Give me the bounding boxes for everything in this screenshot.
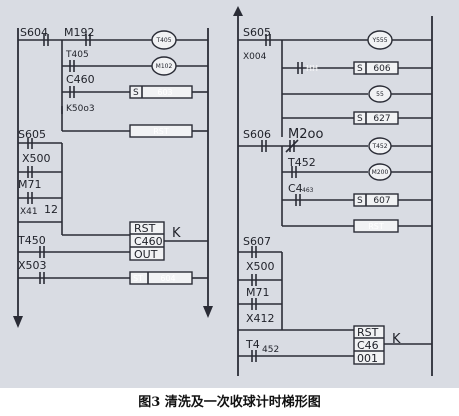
counter-reset-label: RST — [357, 326, 379, 339]
set-coil-number: 606 — [373, 64, 390, 74]
contact-label: X503 — [18, 259, 47, 272]
set-coil-letter: S — [357, 64, 363, 74]
contact-label: S604 — [20, 26, 48, 39]
set-coil-letter: ST — [133, 274, 143, 283]
constant-label: K — [392, 332, 401, 347]
contact-label: M2oo — [288, 127, 323, 142]
contact-label: T452 — [287, 156, 316, 169]
contact-label: HH — [306, 64, 318, 73]
coil-label: T405 — [155, 37, 171, 44]
counter-out-label: 001 — [357, 352, 378, 365]
contact-label: 12 — [44, 203, 58, 216]
contact-label: T450 — [17, 234, 46, 247]
contact-label: 463 — [302, 187, 314, 194]
counter-reset-label: RST — [134, 222, 156, 235]
contact-label: M71 — [246, 286, 270, 299]
counter-number: C46 — [357, 339, 379, 352]
contact-label: S605 — [18, 128, 46, 141]
contact-label: X004 — [243, 52, 267, 62]
figure-caption: 图3 清洗及一次收球计时梯形图 — [138, 395, 321, 410]
coil-label: M102 — [156, 63, 173, 70]
set-coil-letter: S — [357, 114, 363, 124]
contact-label: 452 — [262, 345, 279, 355]
left-ladder: S604 M192 T405 T405 M102 C460 S 603 K50o… — [13, 26, 213, 328]
set-coil-letter: S — [357, 196, 363, 206]
flow-arrow-icon — [13, 316, 23, 328]
set-coil-number: 603 — [157, 88, 172, 97]
contact-label: C4 — [288, 182, 303, 195]
set-coil-letter: S — [133, 88, 139, 98]
contact-label: M192 — [64, 26, 95, 39]
coil-label: Y555 — [371, 37, 387, 44]
contact-label: X41 — [20, 207, 38, 217]
reset-coil-label: RST — [368, 222, 384, 231]
counter-number: C460 — [134, 235, 163, 248]
coil-label: 55 — [376, 91, 384, 98]
contact-label: M71 — [18, 178, 42, 191]
contact-label: T4 — [245, 338, 260, 351]
contact-label: K50o3 — [66, 104, 95, 114]
contact-label: X412 — [246, 312, 275, 325]
constant-label: K — [172, 226, 181, 241]
contact-label: T405 — [65, 50, 89, 60]
coil-label: T452 — [371, 143, 387, 150]
set-coil-number: 607 — [373, 196, 390, 206]
coil-label: M200 — [372, 169, 389, 176]
set-coil-number: 604 — [160, 274, 175, 283]
counter-box — [353, 325, 385, 365]
reset-coil-label: RST — [153, 127, 169, 136]
contact-label: C460 — [66, 73, 95, 86]
counter-out-label: OUT — [134, 248, 158, 261]
contact-label: X500 — [22, 152, 51, 165]
set-coil-number: 627 — [373, 114, 390, 124]
flow-arrow-icon — [203, 306, 213, 318]
contact-label: X500 — [246, 260, 275, 273]
flow-arrow-icon — [233, 6, 243, 16]
right-ladder: S605 X004 Y555 HH S 606 55 S 627 S606 — [233, 6, 433, 376]
contact-label: S605 — [243, 26, 271, 39]
contact-label: S606 — [243, 128, 271, 141]
ladder-diagram: S604 M192 T405 T405 M102 C460 S 603 K50o… — [13, 6, 433, 376]
contact-label: S607 — [243, 235, 271, 248]
